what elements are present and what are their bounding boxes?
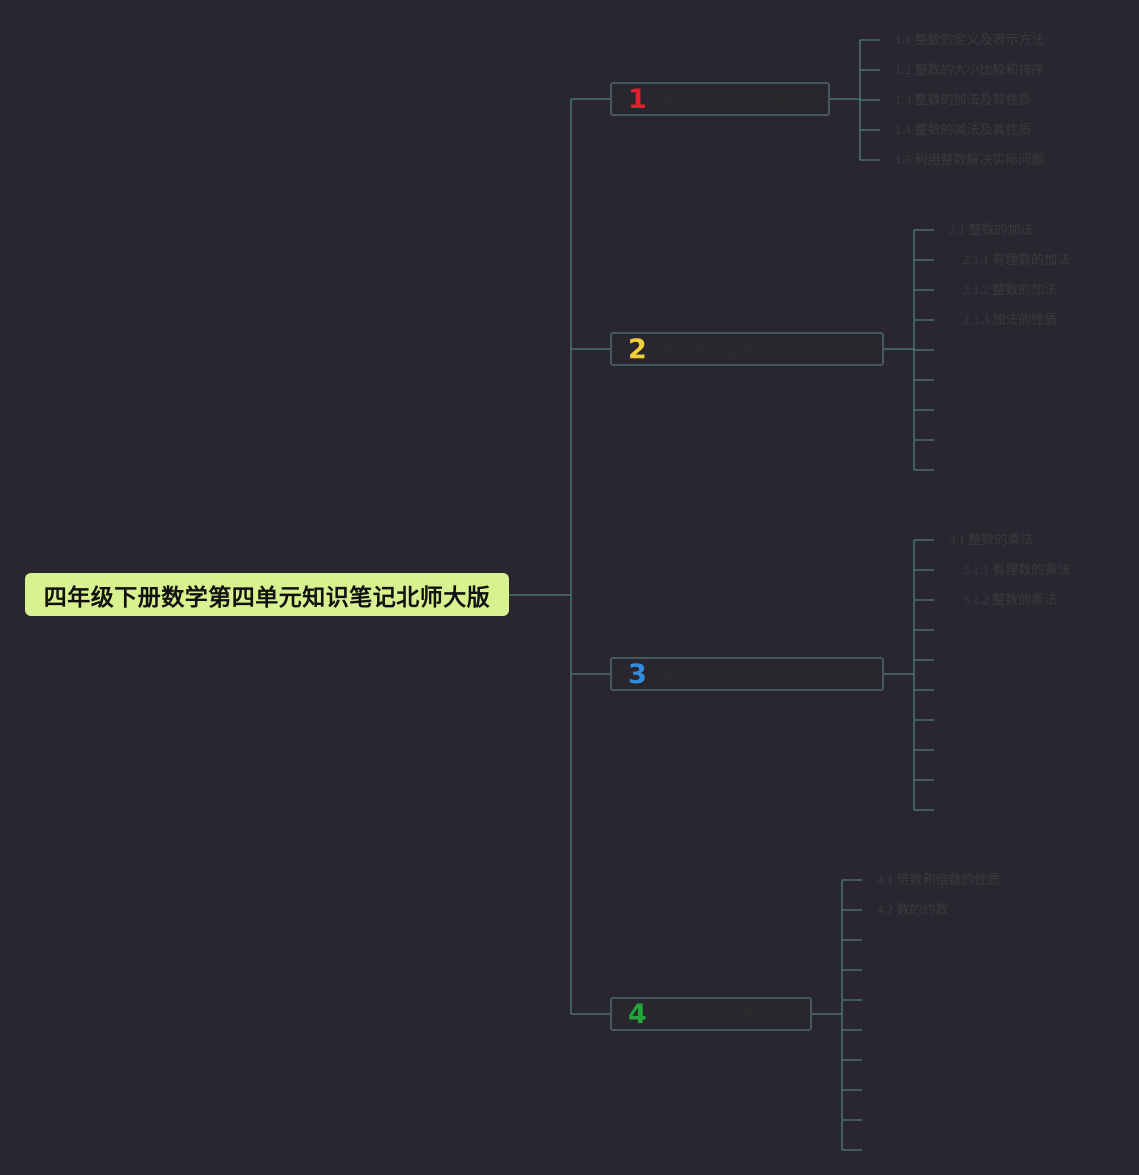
chapter-title: 第二章：整数的加法和减法 bbox=[656, 341, 860, 362]
chapter-title: 第一章：整数的概念 bbox=[656, 91, 809, 112]
chapter-title: 第三章：整数的乘法和除法 bbox=[656, 666, 860, 687]
chapter-number-2: 2 bbox=[628, 333, 647, 365]
chapter-number-1: 1 bbox=[628, 83, 647, 115]
subtopic-item[interactable]: 2.1.1 有理数的加法 bbox=[963, 252, 1071, 267]
subtopic-item[interactable]: 2.1.3 加法的性质 bbox=[963, 312, 1058, 327]
chapter-title: 第四章：计算技巧 bbox=[656, 1006, 792, 1027]
root-topic[interactable]: 四年级下册数学第四单元知识笔记北师大版 bbox=[25, 573, 509, 616]
chapter-3-node[interactable]: 3 第三章：整数的乘法和除法 bbox=[610, 657, 884, 691]
subtopic-item[interactable]: 4.1 倍数和倍数的性质 bbox=[877, 872, 1001, 887]
subtopic-item[interactable]: 3.1 整数的乘法 bbox=[949, 532, 1034, 547]
subtopic-item[interactable]: 2.1.2 整数的加法 bbox=[963, 282, 1058, 297]
chapter-2-node[interactable]: 2 第二章：整数的加法和减法 bbox=[610, 332, 884, 366]
subtopic-item[interactable]: 4.2 数的约数 bbox=[877, 902, 949, 917]
subtopic-item[interactable]: 1.5 利用整数解决实际问题 bbox=[895, 152, 1045, 167]
subtopic-item[interactable]: 1.1 整数的定义及表示方法 bbox=[895, 32, 1045, 47]
chapter-1-node[interactable]: 1 第一章：整数的概念 bbox=[610, 82, 830, 116]
subtopic-item[interactable]: 3.1.2 整数的乘法 bbox=[963, 592, 1058, 607]
subtopic-item[interactable]: 1.2 整数的大小比较和排序 bbox=[895, 62, 1045, 77]
subtopic-item[interactable]: 2.1 整数的加法 bbox=[949, 222, 1034, 237]
chapter-4-node[interactable]: 4 第四章：计算技巧 bbox=[610, 997, 812, 1031]
subtopic-item[interactable]: 3.1.1 有理数的乘法 bbox=[963, 562, 1071, 577]
subtopic-item[interactable]: 1.4 整数的减法及其性质 bbox=[895, 122, 1032, 137]
subtopic-item[interactable]: 1.3 整数的加法及其性质 bbox=[895, 92, 1032, 107]
chapter-number-3: 3 bbox=[628, 658, 647, 690]
chapter-number-4: 4 bbox=[628, 998, 647, 1030]
